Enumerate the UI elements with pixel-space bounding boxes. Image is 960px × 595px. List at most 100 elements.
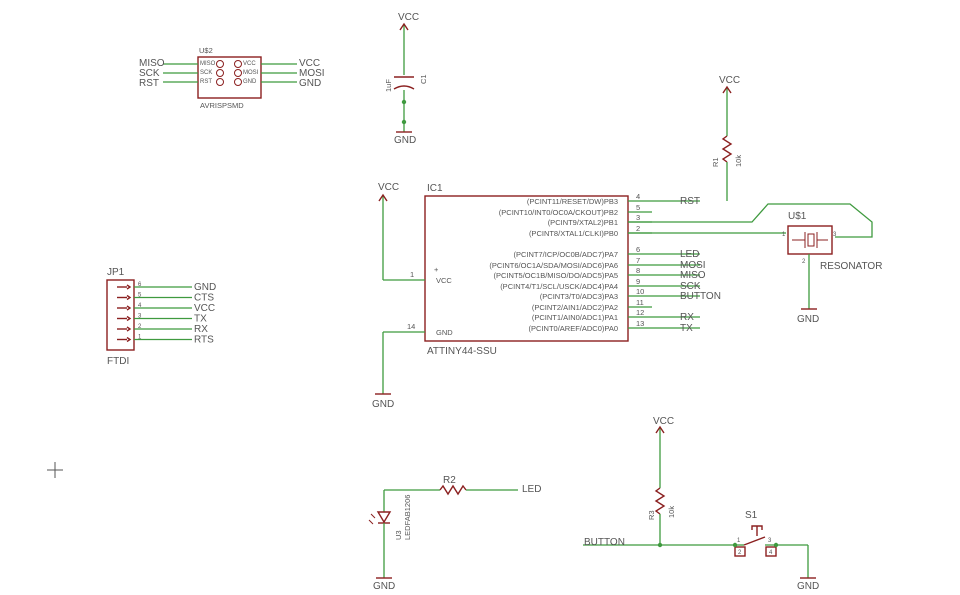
ic1-pin-label: (PCINT3/T0/ADC3)PA3 (540, 292, 618, 301)
svg-text:VCC: VCC (653, 416, 674, 427)
svg-text:2: 2 (802, 259, 806, 265)
ic1-net-label: TX (680, 323, 693, 334)
c1-name: C1 (419, 74, 428, 84)
c1-vcc-symbol: VCC (398, 12, 419, 31)
ftdi-pin-number: 1 (138, 335, 142, 341)
ic1-net-label: SCK (680, 281, 701, 292)
u3-gnd: GND (373, 581, 395, 592)
ic1-gnd-pin-number: 14 (407, 322, 415, 331)
ic1-pin-label: (PCINT4/T1/SCL/USCK/ADC4)PA4 (500, 282, 618, 291)
ic1-pin-label: (PCINT10/INT0/OC0A/CKOUT)PB2 (499, 208, 618, 217)
ic1-pin-label: (PCINT5/OC1B/MISO/DO/ADC5)PA5 (494, 271, 618, 280)
switch-s1[interactable]: S1 1 2 3 4 (732, 510, 808, 557)
svg-text:GND: GND (394, 135, 416, 146)
ic1-attiny44[interactable]: IC1 ATTINY44-SSU VCC GND + (PCINT11/RESE… (424, 183, 721, 357)
resonator-u1[interactable]: U$1 RESONATOR 1 2 3 (782, 211, 882, 272)
resistor-r1[interactable]: R1 10k (711, 88, 743, 201)
ic1-pin-10: (PCINT3/T0/ADC3)PA3 10 BUTTON (540, 287, 721, 302)
isp-pad-label-1: MISO (200, 61, 216, 67)
ic1-net-label: BUTTON (680, 291, 721, 302)
ic1-pin-number: 9 (636, 277, 640, 286)
ic1-pin-label: (PCINT8/XTAL1/CLKI)PB0 (529, 229, 618, 238)
svg-text:1: 1 (737, 538, 741, 544)
ftdi-pin-2: 2 RX (117, 324, 208, 335)
ic1-pin-label: (PCINT6/OC1A/SDA/MOSI/ADC6)PA6 (489, 261, 618, 270)
ic1-net-label: MOSI (680, 260, 706, 271)
u1-name: U$1 (788, 211, 807, 222)
ic1-net-label: LED (680, 249, 699, 260)
ftdi-pin-number: 2 (138, 324, 142, 330)
ic1-vcc-wire: 1 VCC (378, 182, 425, 281)
ic1-pin-number: 3 (636, 213, 640, 222)
ic1-net-label: MISO (680, 270, 706, 281)
ic1-net-label: RX (680, 312, 694, 323)
ic1-gnd-wire: 14 GND (372, 322, 425, 410)
r1-value: 10k (734, 155, 743, 167)
isp-pad-label-5: MOSI (243, 70, 259, 76)
ftdi-pin-number: 5 (138, 293, 142, 299)
ic1-pin-number: 12 (636, 308, 644, 317)
ic1-vcc-pin-number: 1 (410, 270, 414, 279)
ic1-net-label: RST (680, 196, 700, 207)
u1-gnd: GND (797, 254, 819, 325)
ic1-pin-label: (PCINT9/XTAL2)PB1 (548, 218, 618, 227)
ic1-pin-12: (PCINT1/AIN0/ADC1)PA1 12 RX (532, 308, 700, 323)
isp-net-vcc: VCC (299, 58, 320, 69)
r3-vcc-symbol: VCC (653, 416, 674, 434)
ic1-pin-number: 6 (636, 245, 640, 254)
ic1-pin-label: (PCINT11/RESET/DW)PB3 (527, 197, 618, 206)
isp-header-u2[interactable]: MISO SCK RST VCC MOSI GND U$2 AVRISPSMD (197, 46, 262, 110)
r1-name: R1 (711, 157, 720, 167)
svg-text:4: 4 (769, 550, 773, 556)
r1-vcc-symbol: VCC (719, 75, 740, 94)
jp1-value: FTDI (107, 356, 129, 367)
r3-name: R3 (647, 510, 656, 520)
ic1-gnd-pin-label: GND (436, 328, 453, 337)
isp-net-miso: MISO (139, 58, 165, 69)
r2-net: LED (522, 484, 541, 495)
c1-gnd-symbol: GND (394, 131, 416, 146)
svg-text:3: 3 (833, 232, 837, 238)
s1-name: S1 (745, 510, 758, 521)
isp-net-sck: SCK (139, 68, 160, 79)
ic1-pin-number: 10 (636, 287, 644, 296)
button-net-label: BUTTON (584, 537, 625, 548)
ic1-pin-label: (PCINT1/AIN0/ADC1)PA1 (532, 313, 618, 322)
ftdi-pin-number: 3 (138, 314, 142, 320)
u3-name: U3 (394, 530, 403, 540)
ftdi-pin-number: 6 (138, 282, 142, 288)
svg-text:GND: GND (797, 314, 819, 325)
isp-net-mosi: MOSI (299, 68, 325, 79)
svg-text:1: 1 (782, 232, 786, 238)
ftdi-net-label: CTS (194, 293, 214, 304)
isp-pad-label-2: SCK (200, 70, 212, 76)
ic1-pin-label: (PCINT2/AIN1/ADC2)PA2 (532, 303, 618, 312)
resistor-r2[interactable]: R2 LED (439, 475, 541, 496)
ic1-pin-9: (PCINT4/T1/SCL/USCK/ADC4)PA4 9 SCK (500, 277, 701, 292)
ic1-value: ATTINY44-SSU (427, 346, 497, 357)
ic1-name: IC1 (427, 183, 443, 194)
resistor-r3[interactable]: R3 10k (647, 428, 676, 545)
svg-text:VCC: VCC (719, 75, 740, 86)
svg-text:3: 3 (768, 538, 772, 544)
capacitor-c1[interactable]: 1uF C1 (384, 25, 428, 132)
isp-wires (163, 63, 297, 83)
ic1-pin-label: (PCINT0/AREF/ADC0)PA0 (529, 324, 618, 333)
ftdi-net-label: VCC (194, 303, 215, 314)
u1-value: RESONATOR (820, 261, 882, 272)
ftdi-net-label: RX (194, 324, 208, 335)
led-u3[interactable]: GND U3 LEDFAB1206 (368, 489, 440, 592)
r2-name: R2 (443, 475, 456, 486)
isp-pads (216, 60, 242, 86)
